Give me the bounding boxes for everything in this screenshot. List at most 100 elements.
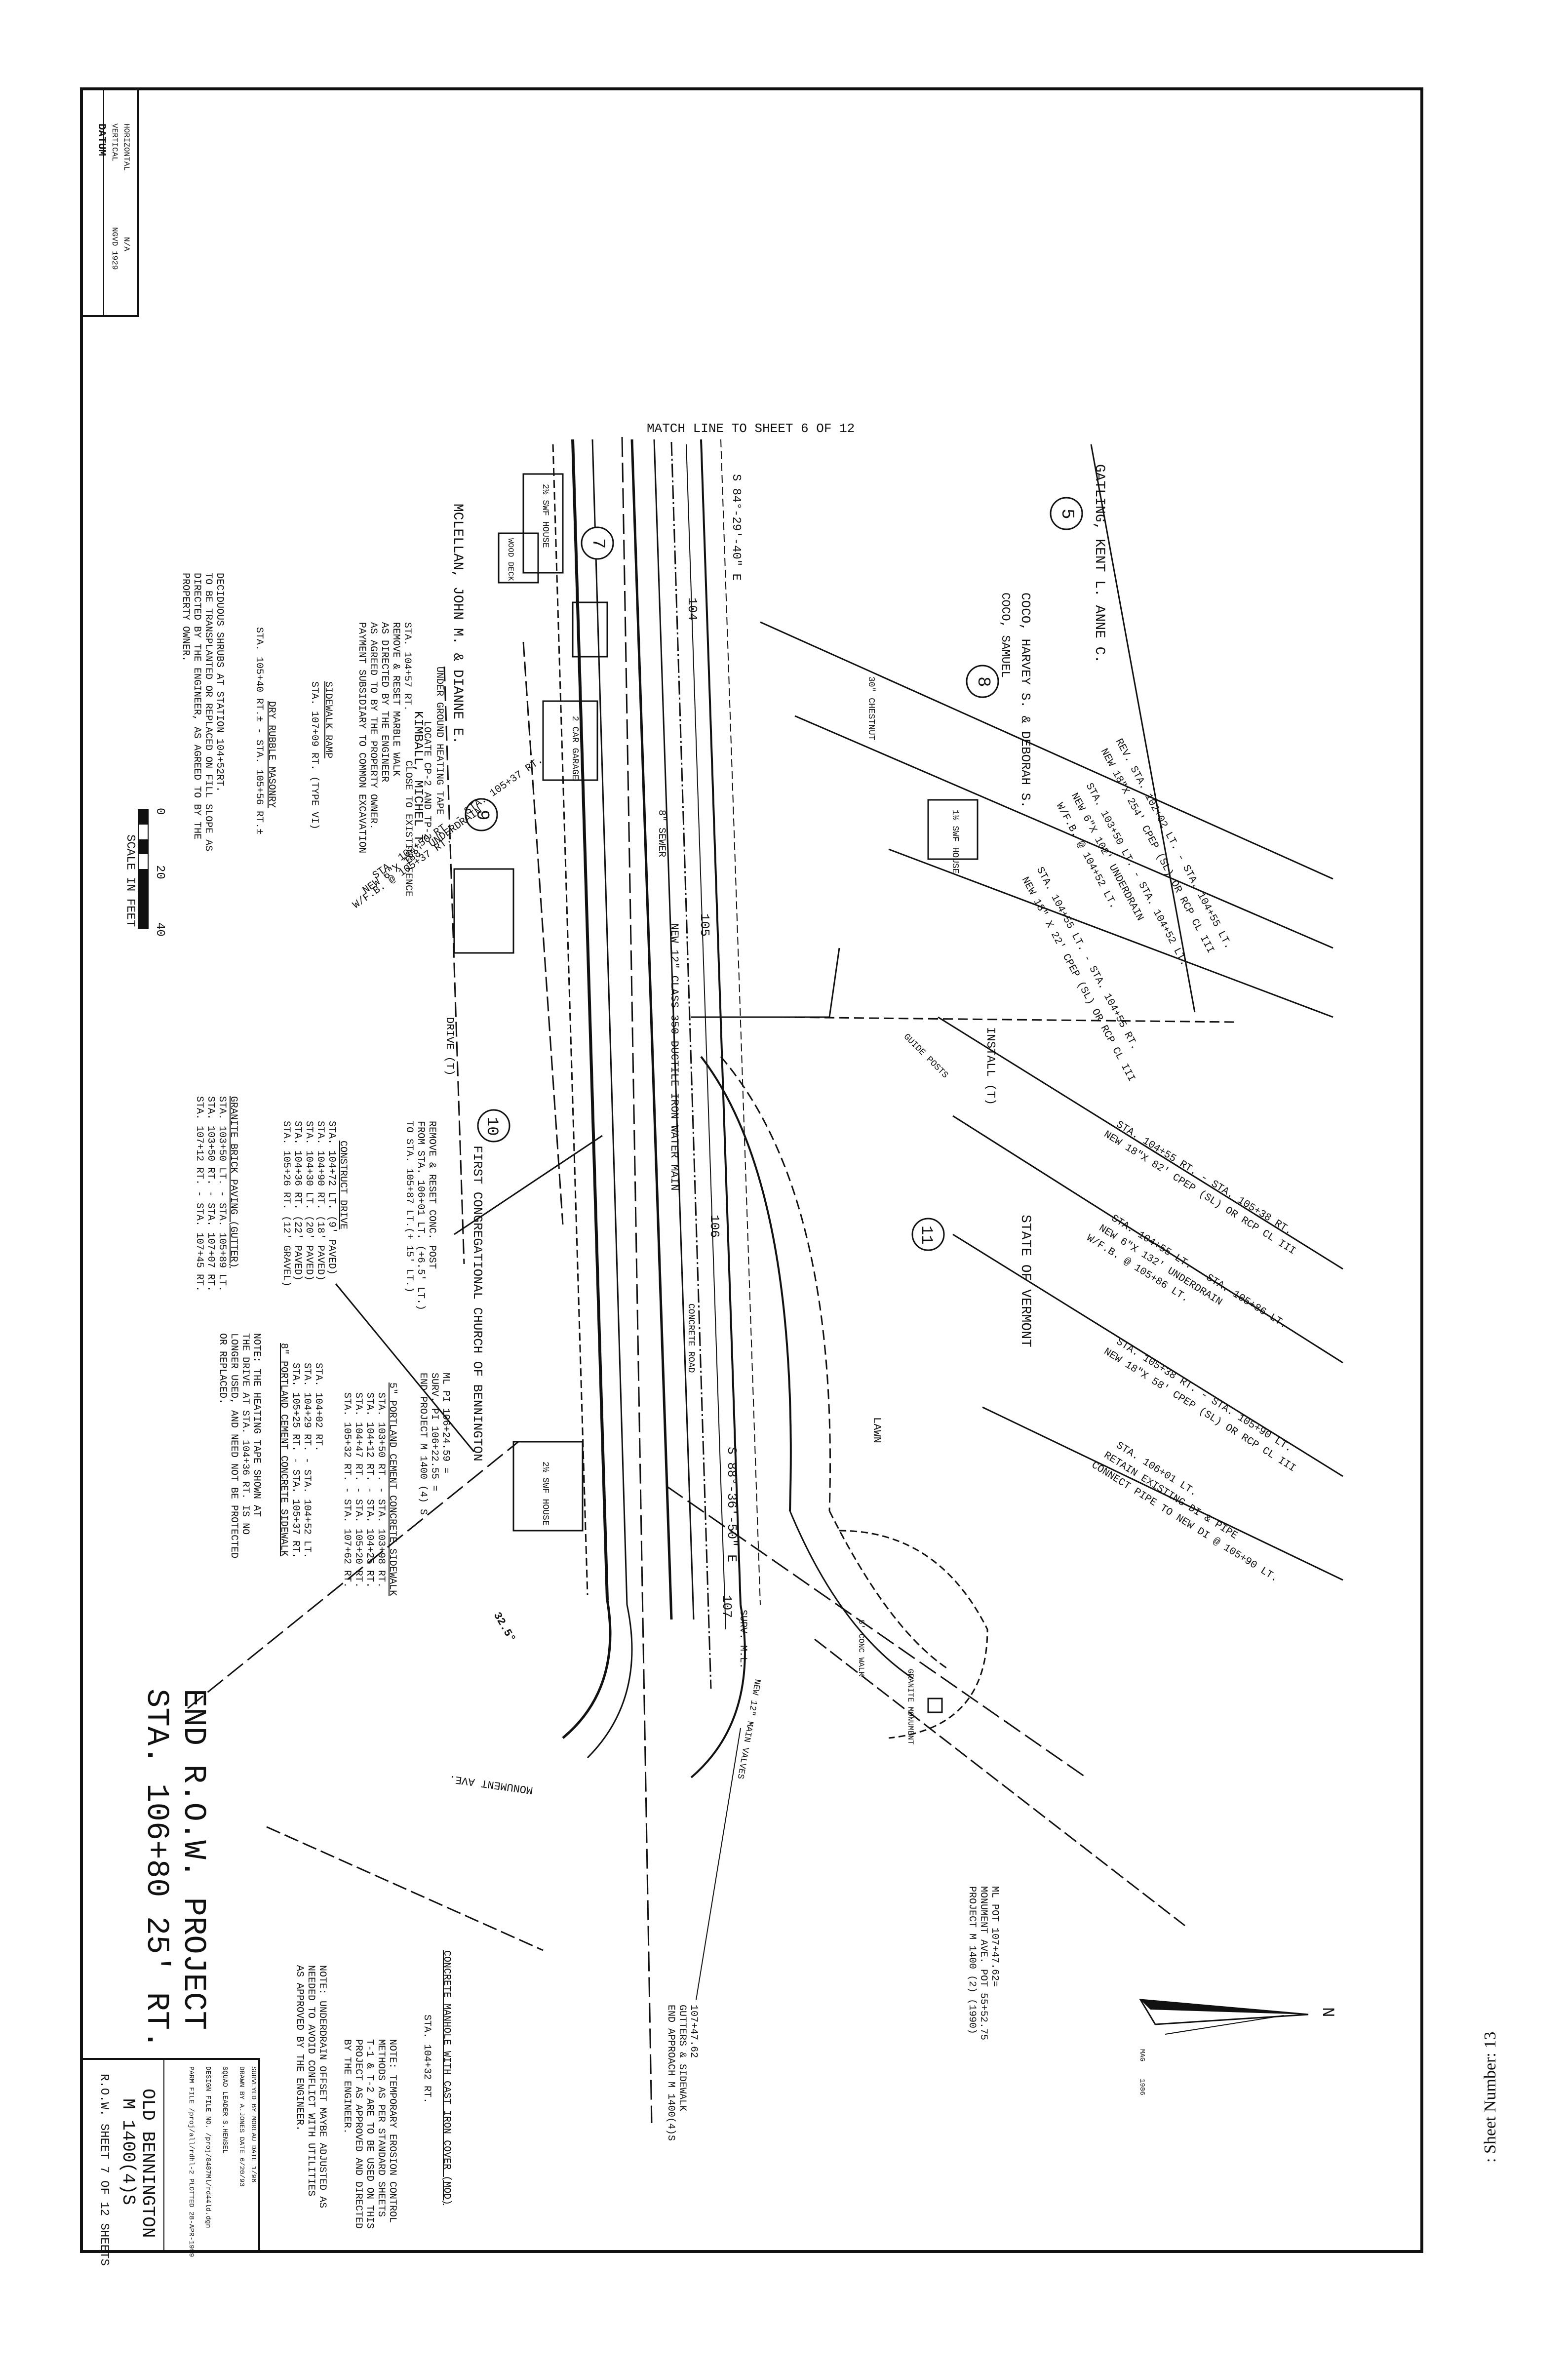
note-right-1: ML POT 107+47.62= bbox=[989, 1886, 1000, 1987]
survey-ml-label: SURV. M.L. bbox=[737, 1610, 748, 1669]
parcel-markers bbox=[465, 497, 1083, 1251]
datum-horizontal-value: N/A bbox=[122, 237, 131, 251]
title-block-line-1: SURVEYED BY MOREAU DATE 1/96 bbox=[249, 2066, 257, 2182]
two-car-garage-label: 2 CAR GARAGE bbox=[570, 716, 580, 780]
buildings bbox=[453, 473, 979, 1532]
datum-vertical-label: VERTICAL bbox=[110, 123, 119, 161]
water-main-label: NEW 12" CLASS 350 DUCTILE IRON WATER MAI… bbox=[668, 923, 680, 1190]
note-left-13: DECIDUOUS SHRUBS AT STATION 104+52RT. bbox=[214, 573, 225, 792]
leader-line-107 bbox=[696, 1728, 741, 2000]
north-arrow: N MAG 1986 bbox=[1138, 1999, 1336, 2095]
datum-title: DATUM bbox=[95, 123, 108, 156]
note-center-3: END PROJECT M 1400 (4) S bbox=[417, 1373, 429, 1515]
station-107-label: 107 bbox=[719, 1595, 734, 1618]
conc-walk-label: 5' CONC WALK bbox=[857, 1620, 865, 1677]
water-main-line bbox=[670, 441, 712, 1689]
note-left-6: SIDEWALK RAMP bbox=[322, 681, 334, 758]
lawn-label: LAWN bbox=[870, 1417, 883, 1443]
datum-horizontal-label: HORIZONTAL bbox=[122, 123, 131, 171]
note-left-7: STA. 107+09 RT. (TYPE VI) bbox=[309, 681, 320, 830]
note-mid-3: TO STA. 105+87 LT.(+ 15' LT.) bbox=[403, 1121, 415, 1293]
note-left-3: AS DIRECTED BY THE ENGINEER bbox=[379, 622, 390, 782]
note-mid-8: STA. 104+36 RT. (22' PAVED) bbox=[292, 1121, 303, 1281]
note-left-15: DIRECTED BY THE ENGINEER, AS AGREED TO B… bbox=[191, 573, 202, 839]
wood-deck-label: WOOD DECK bbox=[506, 538, 515, 581]
house-b-label: 1½ SWF HOUSE bbox=[950, 810, 960, 874]
match-line bbox=[621, 436, 653, 2124]
owner-first-congregational: FIRST CONGREGATIONAL CHURCH OF BENNINGTO… bbox=[470, 1146, 485, 1462]
owner-coco-samuel: COCO, SAMUEL bbox=[998, 592, 1012, 678]
sheet-number-label: : Sheet Number: 13 bbox=[1481, 2031, 1499, 2163]
note-left-16: PROPERTY OWNER. bbox=[180, 573, 191, 662]
title-block-project-name: OLD BENNINGTON bbox=[138, 2089, 158, 2238]
note-mid-10: GRANITE BRICK PAVING (GUTTER) bbox=[228, 1096, 239, 1268]
scale-tick-40: 40 bbox=[153, 922, 166, 937]
end-row-project-text: END R.O.W. PROJECT bbox=[175, 1689, 211, 2030]
note-left-5: PAYMENT SUBSIDIARY TO COMMON EXCAVATION bbox=[356, 622, 367, 853]
station-106-label: 106 bbox=[707, 1215, 722, 1238]
note-right-13: BY THE ENGINEER. bbox=[341, 2039, 353, 2134]
scale-bar: 0 20 40 SCALE IN FEET bbox=[123, 808, 166, 937]
note-center-15: LONGER USED, AND NEED NOT BE PROTECTED bbox=[228, 1333, 239, 1558]
drive-t-label: DRIVE (T) bbox=[443, 1017, 456, 1076]
notes-mid: REMOVE & RESET CONC. POST FROM STA. 106+… bbox=[194, 1096, 437, 1310]
note-mid-5: STA. 104+72 LT. (9' PAVED) bbox=[326, 1121, 337, 1275]
note-right-5: GUTTERS & SIDEWALK bbox=[676, 2005, 688, 2111]
owner-gatling: GATLING, KENT L. ANNE C. bbox=[1092, 464, 1107, 663]
note-left-12: STA. 105+40 RT.± - STA. 105+56 RT.± bbox=[253, 627, 265, 834]
sewer-label: 8" SEWER bbox=[656, 810, 667, 857]
note-center-10: STA. 104+02 RT. bbox=[313, 1363, 324, 1452]
match-line-label: MATCH LINE TO SHEET 6 OF 12 bbox=[647, 421, 855, 436]
title-block-line-5: PARM FILE /proj/all/rdhl-2 PLOTTED 28-AP… bbox=[187, 2066, 195, 2257]
note-center-11: STA. 104+29 RT. - STA. 104+52 LT. bbox=[301, 1363, 313, 1558]
note-mid-6: STA. 104+90 RT. (18' PAVED) bbox=[314, 1121, 326, 1281]
note-right-6: END APPROACH M 1400(4)S bbox=[665, 2005, 676, 2141]
station-104-label: 104 bbox=[685, 597, 700, 621]
owner-state-of-vermont: STATE OF VERMONT bbox=[1018, 1215, 1033, 1347]
note-left-10: CLOSE TO EXISTING FENCE bbox=[402, 760, 414, 897]
datum-vertical-value: NGVD 1929 bbox=[110, 227, 119, 270]
note-left-2: REMOVE & RESET MARBLE WALK bbox=[390, 622, 401, 776]
concrete-road-label: CONCRETE ROAD bbox=[686, 1304, 696, 1373]
note-right-12: PROJECT AS APPROVED AND DIRECTED bbox=[353, 2039, 364, 2229]
note-right-7: CONCRETE MANHOLE WITH CAST IRON COVER (M… bbox=[441, 1950, 452, 2205]
note-mid-1: REMOVE & RESET CONC. POST bbox=[426, 1121, 437, 1269]
note-mid-4: CONSTRUCT DRIVE bbox=[337, 1141, 349, 1229]
install-t-label: INSTALL (T) bbox=[983, 1027, 997, 1105]
note-left-8: UNDER GROUND HEATING TAPE bbox=[433, 667, 445, 815]
note-mid-9: STA. 105+26 RT. (12' GRAVEL) bbox=[280, 1121, 292, 1287]
note-center-1: ML PI 106+24.59 = bbox=[440, 1373, 451, 1473]
north-arrow-letter: N bbox=[1318, 2007, 1336, 2017]
note-center-6: STA. 104+12 RT. - STA. 104+25 RT. bbox=[364, 1392, 375, 1588]
note-right-16: AS APPROVED BY THE ENGINEER. bbox=[294, 1965, 305, 2131]
note-center-7: STA. 104+47 RT. - STA. 105+20 RT. bbox=[353, 1392, 364, 1588]
title-block-line-3: SQUAD LEADER S.HENSEL bbox=[221, 2066, 229, 2153]
title-block-project-number: M 1400(4)S bbox=[118, 2098, 138, 2205]
note-left-14: TO BE TRANSPLANTED OR REPLACED ON FILL S… bbox=[202, 573, 214, 851]
title-block: SURVEYED BY MOREAU DATE 1/96 DRAWN BY A.… bbox=[80, 2058, 260, 2266]
sewer-line bbox=[686, 444, 726, 1630]
granite-monument-label: GRANITE MONUMENT bbox=[906, 1669, 915, 1745]
note-center-4: 5" PORTLAND CEMENT CONCRETE SIDEWALK bbox=[387, 1382, 398, 1596]
drawing-border bbox=[80, 87, 1423, 2253]
parcel-10-number: 10 bbox=[483, 1117, 501, 1136]
parcel-7-number: 7 bbox=[588, 538, 608, 549]
notes-right: ML POT 107+47.62= MONUMENT AVE. POT 55+5… bbox=[294, 1886, 1000, 2229]
scale-tick-0: 0 bbox=[153, 808, 166, 815]
parcel-11-number: 11 bbox=[917, 1225, 936, 1244]
scale-label: SCALE IN FEET bbox=[123, 834, 137, 927]
note-mid-7: STA. 104+30 LT. (20' PAVED) bbox=[303, 1121, 314, 1281]
end-row-station-text: STA. 106+80 25' RT. bbox=[138, 1689, 174, 2049]
note-right-2: MONUMENT AVE. POT 55+52.75 bbox=[978, 1886, 989, 2040]
note-right-3: PROJECT M 1400 (2) (1990) bbox=[966, 1886, 978, 2034]
note-center-8: STA. 105+32 RT. - STA. 107+62 RT. bbox=[341, 1392, 353, 1588]
scale-tick-20: 20 bbox=[153, 865, 166, 879]
note-right-10: METHODS AS PER STANDARD SHEETS bbox=[375, 2039, 387, 2217]
note-right-14: NOTE: UNDERDRAIN OFFSET MAYBE ADJUSTED A… bbox=[316, 1965, 328, 2208]
plan-labels: S 84°-29'-40" E S 88°-36'-50" E 104 105 … bbox=[443, 474, 997, 1796]
note-left-11: DRY RUBBLE MASONRY bbox=[266, 701, 277, 808]
bearing-1-label: S 84°-29'-40" E bbox=[729, 474, 743, 581]
title-block-sheet-text: R.O.W. SHEET 7 OF 12 SHEETS bbox=[97, 2074, 111, 2266]
station-105-label: 105 bbox=[697, 913, 712, 937]
